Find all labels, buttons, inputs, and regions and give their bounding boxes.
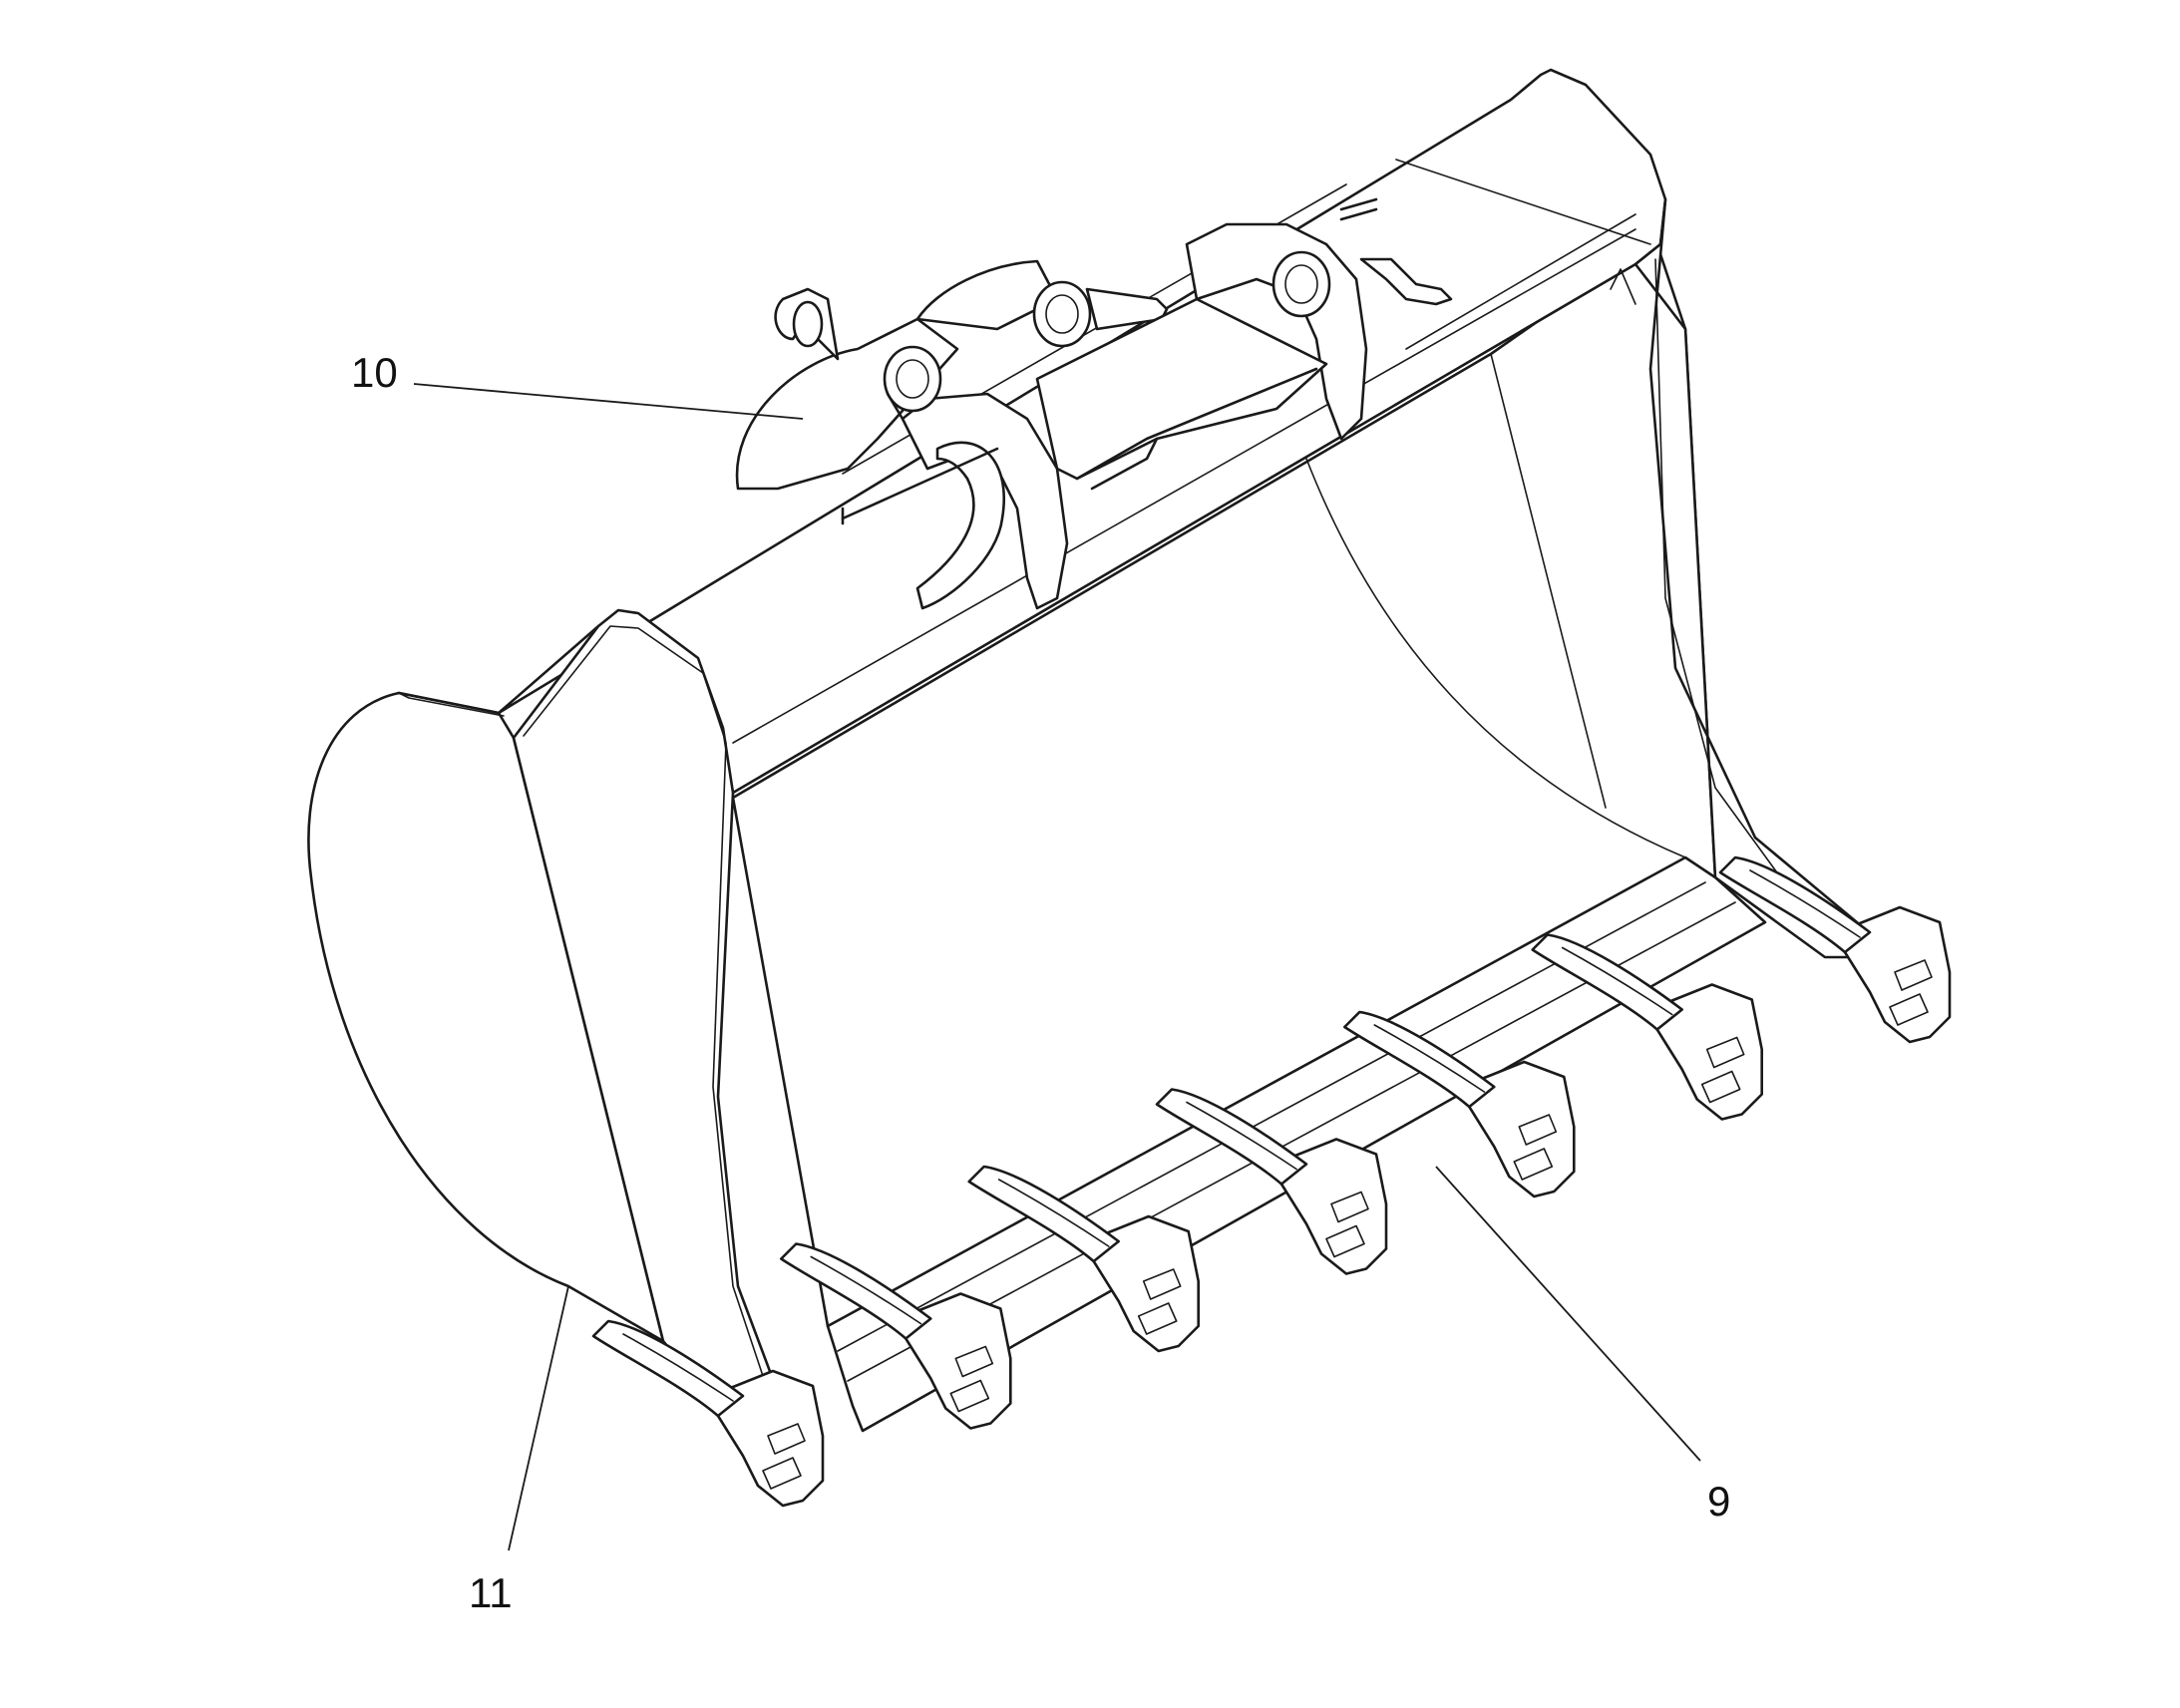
mounting-lugs xyxy=(841,197,1453,610)
callout-label-9: 9 xyxy=(1707,1478,1730,1525)
leader-10 xyxy=(413,383,804,420)
tooth xyxy=(779,1242,1012,1430)
teeth-group xyxy=(591,855,1952,1508)
right-side-plate xyxy=(1610,197,1877,959)
tooth xyxy=(1155,1088,1388,1275)
callout-leaders xyxy=(413,383,1701,1551)
tooth xyxy=(1343,1010,1576,1198)
tooth xyxy=(1718,855,1952,1044)
callout-label-10: 10 xyxy=(351,349,398,396)
tooth xyxy=(967,1165,1200,1353)
callout-label-11: 11 xyxy=(469,1569,513,1616)
callout-labels: 10 9 11 xyxy=(351,349,1730,1616)
tooth xyxy=(591,1319,825,1508)
leader-11 xyxy=(508,1285,569,1551)
tooth xyxy=(1531,933,1763,1121)
bucket-left-side-shell xyxy=(307,691,665,1343)
leader-9 xyxy=(1435,1166,1701,1462)
